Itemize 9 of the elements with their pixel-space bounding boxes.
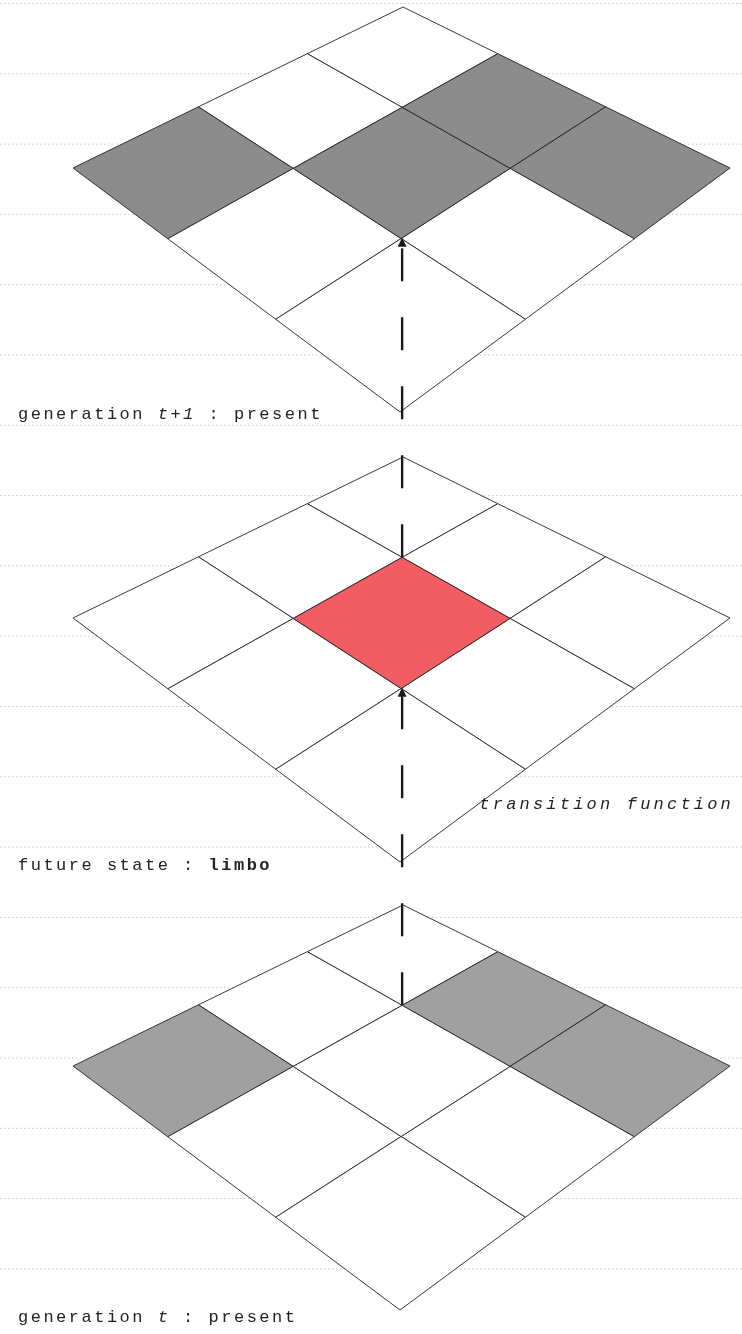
stage-label: future state : limbo	[18, 856, 273, 876]
dashed-arrow	[397, 687, 407, 1006]
grid-cell	[292, 106, 511, 239]
dashed-arrow	[397, 237, 407, 558]
caption-text: transition function	[479, 795, 734, 815]
stage-label: generation t+1 : present	[18, 405, 323, 425]
grid-cell	[292, 1004, 511, 1137]
stage-label: generation t : present	[18, 1308, 298, 1328]
grid-cell	[292, 556, 511, 689]
